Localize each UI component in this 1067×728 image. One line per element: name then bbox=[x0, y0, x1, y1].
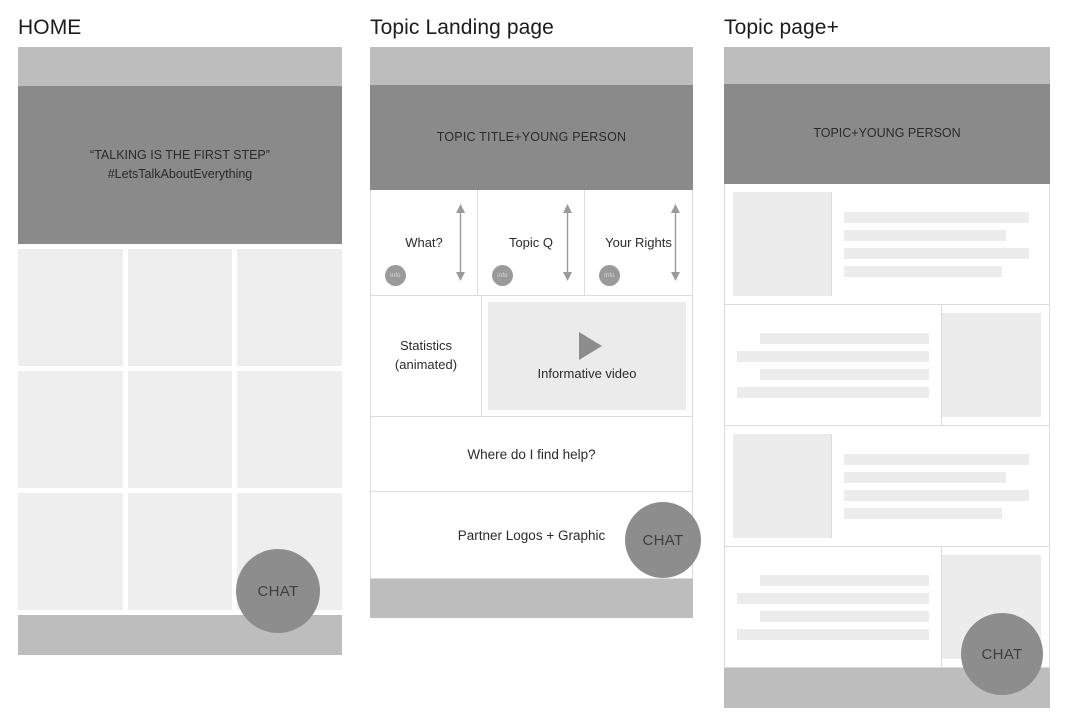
landing-footer-bar bbox=[370, 579, 693, 618]
landing-column-your-rights-label: Your Rights bbox=[605, 235, 672, 250]
landing-column-your-rights[interactable]: Your Rights info bbox=[585, 190, 692, 295]
topicplus-hero-text: TOPIC+YOUNG PERSON bbox=[813, 126, 961, 141]
landing-column-topic-q[interactable]: Topic Q info bbox=[478, 190, 585, 295]
skeleton-line bbox=[737, 350, 929, 362]
landing-video-label: Informative video bbox=[537, 365, 637, 381]
topicplus-row-3-text bbox=[832, 426, 1049, 546]
chat-button-topicplus[interactable]: CHAT bbox=[961, 613, 1043, 695]
home-hero-text: “TALKING IS THE FIRST STEP” #LetsTalkAbo… bbox=[90, 146, 270, 185]
landing-stats-video-row: Statistics (animated) Informative video bbox=[371, 295, 692, 416]
topicplus-row-2 bbox=[725, 305, 1049, 426]
topicplus-row-3-image[interactable] bbox=[733, 434, 832, 538]
landing-help-row[interactable]: Where do I find help? bbox=[371, 416, 692, 491]
landing-video-player[interactable]: Informative video bbox=[488, 302, 686, 410]
landing-partners-row: Partner Logos + Graphic bbox=[371, 491, 692, 578]
skeleton-line bbox=[844, 247, 1030, 259]
home-hero-line2: #LetsTalkAboutEverything bbox=[107, 167, 253, 181]
topicplus-row-2-image[interactable] bbox=[942, 313, 1041, 417]
skeleton-line bbox=[844, 471, 1007, 483]
topicplus-content bbox=[724, 184, 1050, 668]
topicplus-row-4-text bbox=[725, 547, 942, 667]
skeleton-line bbox=[760, 574, 929, 586]
vertical-double-arrow-icon-3 bbox=[670, 204, 681, 281]
home-card-6[interactable] bbox=[237, 371, 342, 488]
page-title-home: HOME bbox=[18, 16, 82, 39]
skeleton-line bbox=[737, 386, 929, 398]
home-card-2[interactable] bbox=[127, 249, 233, 366]
home-navbar[interactable] bbox=[18, 47, 342, 86]
landing-column-what[interactable]: What? info bbox=[371, 190, 478, 295]
home-hero-line1: “TALKING IS THE FIRST STEP” bbox=[90, 147, 270, 162]
home-card-4[interactable] bbox=[18, 371, 123, 488]
landing-column-topic-q-label: Topic Q bbox=[508, 235, 554, 250]
panel-topic-landing: Topic Landing page TOPIC TITLE+YOUNG PER… bbox=[370, 16, 701, 618]
skeleton-line bbox=[760, 332, 929, 344]
topicplus-row-1 bbox=[725, 184, 1049, 305]
topicplus-row-3 bbox=[725, 426, 1049, 547]
skeleton-line bbox=[737, 592, 929, 604]
skeleton-line bbox=[760, 610, 929, 622]
chat-button-home[interactable]: CHAT bbox=[236, 549, 320, 633]
page-title-topicplus: Topic page+ bbox=[724, 16, 839, 39]
panel-home: HOME “TALKING IS THE FIRST STEP” #LetsTa… bbox=[18, 17, 342, 655]
skeleton-line bbox=[844, 229, 1007, 241]
landing-hero-text: TOPIC TITLE+YOUNG PERSON bbox=[436, 129, 627, 144]
topicplus-row-1-image[interactable] bbox=[733, 192, 832, 296]
home-hero-banner: “TALKING IS THE FIRST STEP” #LetsTalkAbo… bbox=[18, 86, 342, 244]
landing-help-label: Where do I find help? bbox=[467, 446, 596, 462]
panel-topic-page-plus: Topic page+ TOPIC+YOUNG PERSON bbox=[724, 17, 1050, 708]
landing-partners-label: Partner Logos + Graphic bbox=[457, 527, 606, 543]
skeleton-line bbox=[760, 368, 929, 380]
skeleton-line bbox=[844, 489, 1030, 501]
landing-topic-columns: What? info Topic Q bbox=[371, 190, 692, 295]
vertical-double-arrow-icon-1 bbox=[455, 204, 466, 281]
skeleton-line bbox=[844, 211, 1030, 223]
topicplus-row-2-text bbox=[725, 305, 942, 425]
home-card-5[interactable] bbox=[127, 371, 233, 488]
topicplus-navbar[interactable] bbox=[724, 47, 1050, 84]
topicplus-hero-banner: TOPIC+YOUNG PERSON bbox=[724, 84, 1050, 184]
landing-statistics-line1: Statistics bbox=[399, 338, 452, 354]
landing-statistics-cell[interactable]: Statistics (animated) bbox=[371, 296, 482, 416]
landing-column-what-label: What? bbox=[405, 235, 443, 250]
play-icon[interactable] bbox=[578, 331, 602, 360]
landing-navbar[interactable] bbox=[370, 47, 693, 85]
home-card-8[interactable] bbox=[127, 493, 233, 610]
skeleton-line bbox=[844, 507, 1003, 519]
page-title-landing: Topic Landing page bbox=[370, 16, 554, 39]
home-card-grid bbox=[18, 244, 342, 610]
home-card-7[interactable] bbox=[18, 493, 123, 610]
vertical-double-arrow-icon-2 bbox=[562, 204, 573, 281]
info-badge-icon-1[interactable]: info bbox=[385, 265, 406, 286]
skeleton-line bbox=[844, 453, 1030, 465]
skeleton-line bbox=[844, 265, 1003, 277]
home-card-3[interactable] bbox=[237, 249, 342, 366]
landing-statistics-line2: (animated) bbox=[394, 357, 458, 372]
landing-hero-banner: TOPIC TITLE+YOUNG PERSON bbox=[370, 85, 693, 190]
chat-button-landing[interactable]: CHAT bbox=[625, 502, 701, 578]
home-card-1[interactable] bbox=[18, 249, 123, 366]
info-badge-icon-2[interactable]: info bbox=[492, 265, 513, 286]
topicplus-row-1-text bbox=[832, 184, 1049, 304]
info-badge-icon-3[interactable]: info bbox=[599, 265, 620, 286]
skeleton-line bbox=[737, 628, 929, 640]
